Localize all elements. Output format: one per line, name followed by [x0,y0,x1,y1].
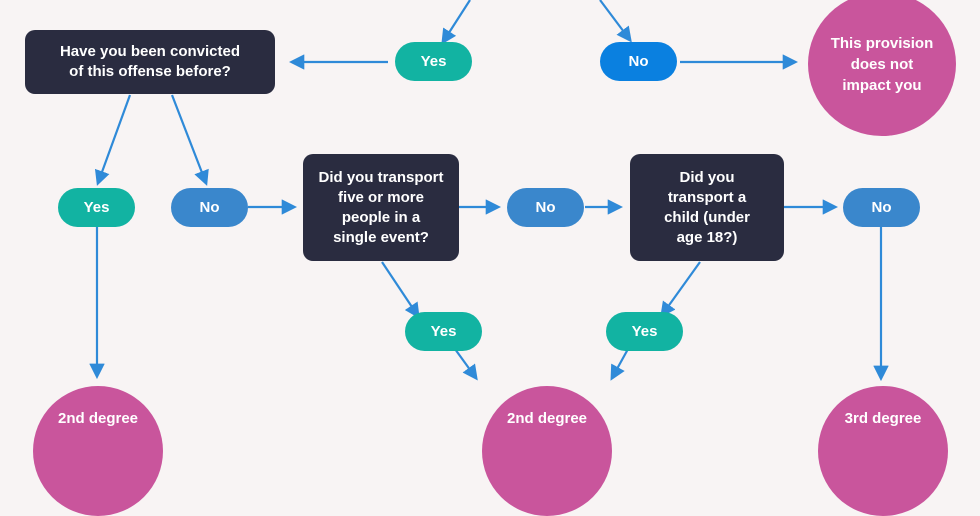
outcome-second-degree-left: 2nd degree [33,386,163,516]
arrow-convicted-to-yes [94,94,132,186]
question-five-or-more: Did you transport five or more people in… [303,154,459,261]
arrow-convicted-to-no [170,94,209,186]
flowchart-connectors [89,0,889,382]
question-convicted-before: Have you been convicted of this offense … [25,30,275,94]
arrow-yes-to-second-center [454,348,478,381]
arrow-child-to-yes [660,261,701,318]
answer-top-yes: Yes [395,42,472,81]
answer-five-yes: Yes [405,312,482,351]
outcome-second-degree-center: 2nd degree [482,386,612,516]
arrow-five-to-yes [381,261,420,319]
outcome-no-impact: This provision does not impact you [808,0,956,136]
answer-child-yes: Yes [606,312,683,351]
arrow-top-to-yes [441,0,471,45]
answer-five-no: No [507,188,584,227]
answer-child-no: No [843,188,920,227]
outcome-third-degree: 3rd degree [818,386,948,516]
arrow-top-to-no [599,0,632,43]
arrow-yes-to-second-center-right [610,348,629,381]
answer-convicted-yes: Yes [58,188,135,227]
answer-convicted-no: No [171,188,248,227]
answer-top-no: No [600,42,677,81]
question-child: Did you transport a child (under age 18?… [630,154,784,261]
